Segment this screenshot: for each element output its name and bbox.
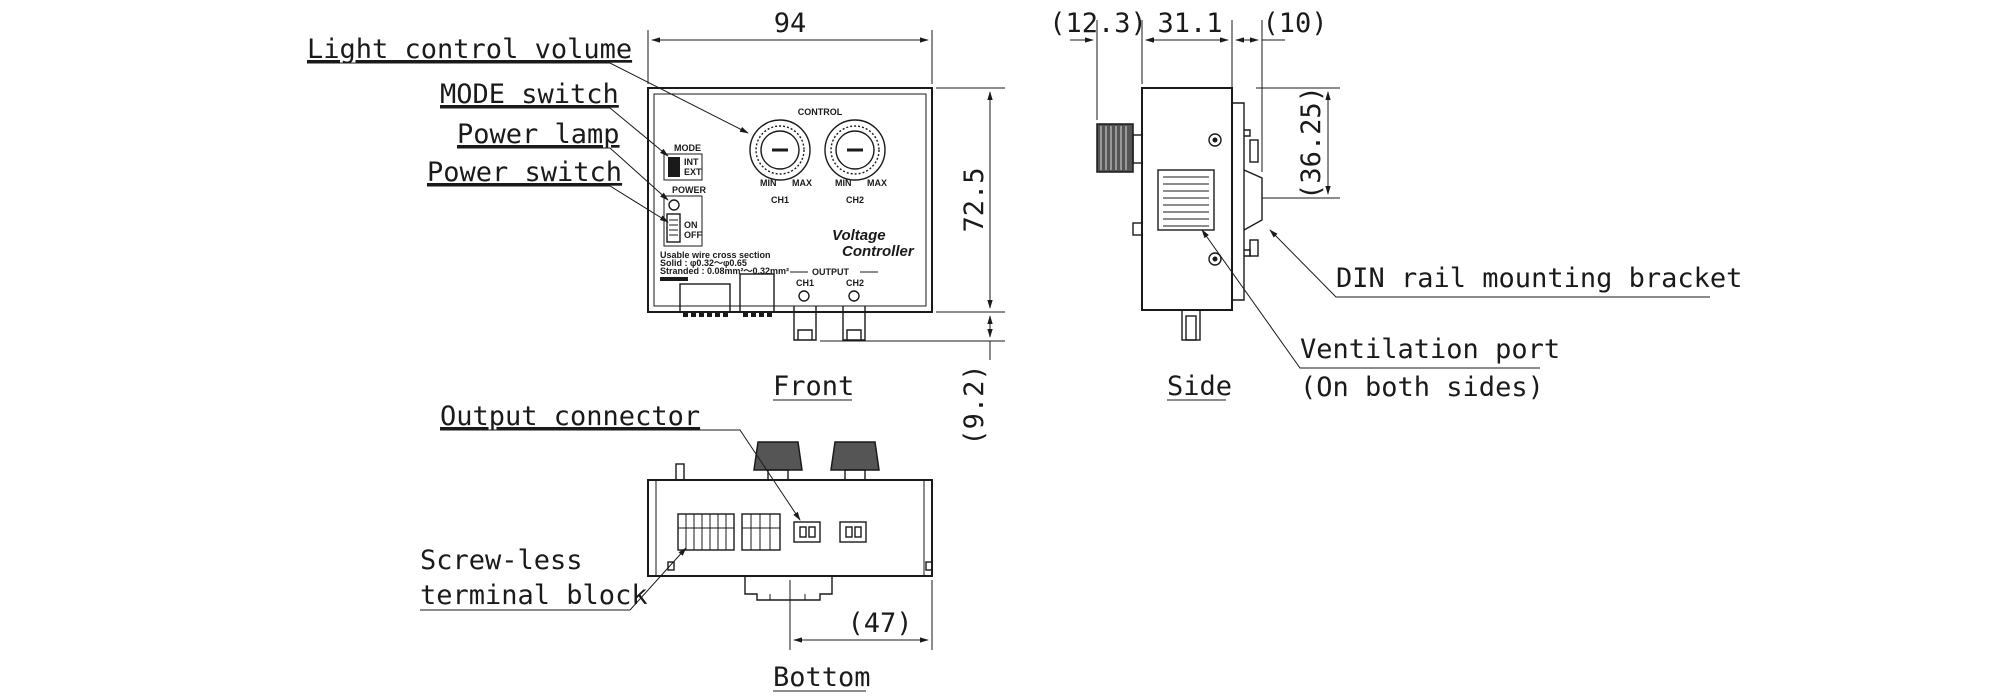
label-ventilation-sides: (On both sides) <box>1300 372 1544 403</box>
ch2-min-label: MIN <box>835 178 852 188</box>
dim-bracket-depth: (10) <box>1262 8 1327 39</box>
label-mode-switch: MODE switch <box>440 79 619 110</box>
ch1-knob-label: CH1 <box>771 195 789 205</box>
knob-ch2: MIN MAX CH2 <box>824 119 887 205</box>
label-din-rail-bracket: DIN rail mounting bracket <box>1336 263 1742 294</box>
front-view: CONTROL MIN MAX CH1 MIN MAX CH2 MODE INT <box>307 8 1005 446</box>
ch2-max-label: MAX <box>867 178 887 188</box>
knob-ch1: MIN MAX CH1 <box>749 119 812 205</box>
wire-solid: Solid : φ0.32～φ0.65 <box>660 258 747 268</box>
dim-bottom-offset: (47) <box>847 608 912 639</box>
bottom-view: (47) Output connector Screw-less termina… <box>420 401 933 693</box>
bottom-terminal-block-1 <box>677 513 735 551</box>
output-ch2-label: CH2 <box>846 278 864 288</box>
wire-title: Usable wire cross section <box>660 250 771 260</box>
side-housing <box>1141 87 1233 311</box>
panel-off-label: OFF <box>684 230 702 240</box>
dim-side-depth: 31.1 <box>1157 8 1222 39</box>
label-power-lamp: Power lamp <box>457 119 620 150</box>
front-housing <box>647 87 933 313</box>
mode-switch-graphic: MODE INT EXT <box>663 143 703 181</box>
bottom-output-connectors <box>793 521 867 543</box>
bottom-terminal-block-2 <box>741 513 781 551</box>
side-knob <box>1096 123 1134 173</box>
ventilation-slots <box>1157 169 1215 231</box>
dim-width: 94 <box>774 8 807 39</box>
brand-voltage: Voltage <box>832 227 886 244</box>
dim-bracket-height: (36.25) <box>1296 86 1327 200</box>
front-terminal-block-1 <box>679 283 731 313</box>
view-label-front: Front <box>773 371 854 402</box>
panel-ext-label: EXT <box>684 167 702 177</box>
output-ch1-label: CH1 <box>796 278 814 288</box>
dim-knob-depth: (12.3) <box>1049 8 1147 39</box>
label-light-control-volume: Light control volume <box>307 34 632 65</box>
dim-height: 72.5 <box>959 167 990 232</box>
label-output-connector: Output connector <box>440 401 700 432</box>
panel-control-label: CONTROL <box>798 107 843 117</box>
label-ventilation-port: Ventilation port <box>1300 334 1560 365</box>
wire-stranded: Stranded : 0.08mm²～0.32mm² <box>660 266 789 276</box>
label-screwless-1: Screw-less <box>420 545 583 576</box>
label-power-switch: Power switch <box>427 157 622 188</box>
ch2-knob-label: CH2 <box>846 195 864 205</box>
ch1-min-label: MIN <box>760 178 777 188</box>
panel-power-label: POWER <box>672 185 707 195</box>
panel-mode-label: MODE <box>674 143 701 153</box>
view-label-bottom: Bottom <box>773 662 871 693</box>
label-screwless-2: terminal block <box>420 580 648 611</box>
side-view: (12.3) 31.1 (10) (36.25) DIN rail mounti… <box>1049 8 1742 403</box>
ch1-max-label: MAX <box>792 178 812 188</box>
panel-output-label: OUTPUT <box>812 267 850 277</box>
brand-controller: Controller <box>842 243 915 260</box>
panel-on-label: ON <box>684 220 698 230</box>
panel-int-label: INT <box>684 157 699 167</box>
bottom-knobs <box>753 441 880 481</box>
dim-connector-depth: (9.2) <box>959 364 990 445</box>
front-terminal-block-2 <box>739 273 775 313</box>
din-rail-bracket <box>1232 102 1263 301</box>
view-label-side: Side <box>1167 371 1232 402</box>
